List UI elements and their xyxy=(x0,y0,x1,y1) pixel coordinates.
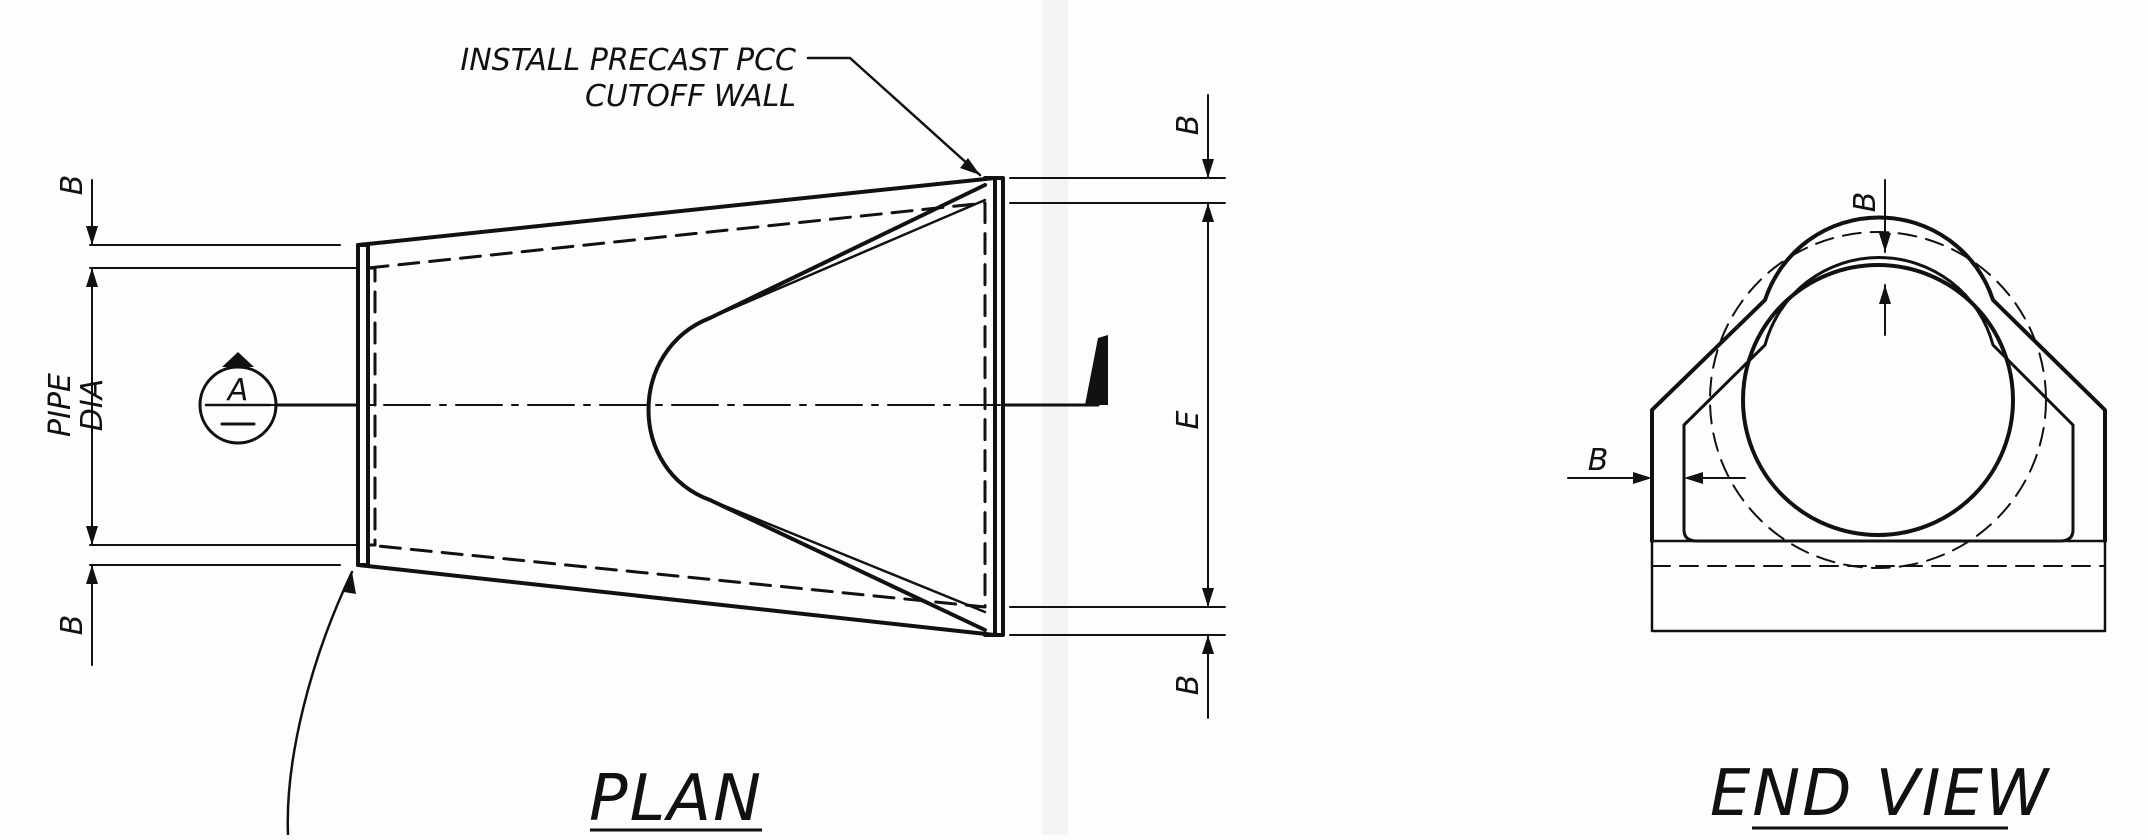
arrow-b-top-right xyxy=(1202,159,1214,178)
apron-curve xyxy=(646,183,987,632)
dim-label-e: E xyxy=(1171,410,1206,429)
end-arrow-b-side-inner xyxy=(1684,472,1703,484)
plan-outline xyxy=(356,176,997,637)
section-cut-flag xyxy=(1085,335,1108,405)
arrow-pipe-bottom xyxy=(86,526,98,545)
note-leader-arrow xyxy=(960,158,980,175)
bottom-leader xyxy=(286,570,354,837)
end-pipe-circle xyxy=(1741,263,2015,537)
end-base-slab xyxy=(1650,539,2107,633)
section-bubble-flag xyxy=(222,352,254,367)
end-headwall-outer xyxy=(1650,215,2107,543)
arrow-pipe-top xyxy=(86,268,98,287)
arrow-e-bottom xyxy=(1202,588,1214,607)
arrow-b-bottom-left xyxy=(86,565,98,584)
note-text-line2: CUTOFF WALL xyxy=(585,79,796,114)
dim-label-pipe-line2: DIA xyxy=(75,379,110,431)
apron-line-upper xyxy=(708,198,987,320)
dim-label-b-bottom-right: B xyxy=(1171,675,1206,696)
arrow-b-bottom-right xyxy=(1202,635,1214,654)
note-leader xyxy=(806,56,982,177)
title-end-view: END VIEW xyxy=(1710,757,2051,831)
end-arrow-b-top-inner xyxy=(1879,285,1891,304)
dim-label-b-top-right: B xyxy=(1171,115,1206,136)
end-arrow-b-side xyxy=(1633,472,1652,484)
arrow-e-top xyxy=(1202,203,1214,222)
note-text-line1: INSTALL PRECAST PCC xyxy=(460,43,796,78)
end-dim-label-b-top: B xyxy=(1848,192,1883,213)
end-arrow-b-top xyxy=(1879,233,1891,252)
dim-label-b-top-left: B xyxy=(55,175,90,196)
dim-label-pipe-line1: PIPE xyxy=(43,373,78,437)
arrow-b-top-left xyxy=(86,226,98,245)
title-plan: PLAN xyxy=(589,762,763,835)
apron-line-lower xyxy=(708,498,987,614)
dim-label-b-bottom-left: B xyxy=(55,615,90,636)
end-dim-label-b-side: B xyxy=(1588,443,1609,478)
paper-fold xyxy=(1042,0,1068,835)
inlet-notch-dashed xyxy=(366,266,377,547)
end-pipe-dashed xyxy=(1709,231,2047,569)
bottom-leader-arrow xyxy=(344,572,356,594)
section-bubble-letter: A xyxy=(226,373,249,408)
